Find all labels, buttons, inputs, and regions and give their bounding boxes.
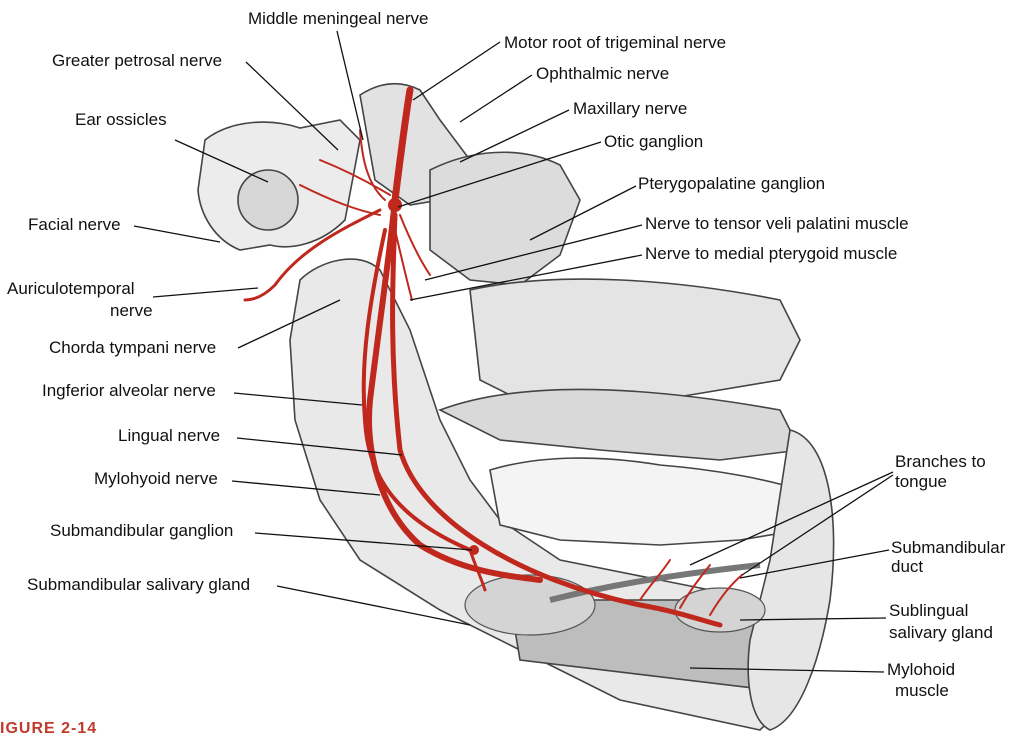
leader-ear-ossicles xyxy=(174,139,269,183)
label-branches-tongue-line1: Branches to xyxy=(895,452,986,471)
submandibular-ganglion-dot xyxy=(469,545,479,555)
label-mylohoid-line2: muscle xyxy=(895,681,949,700)
leader-inferior-alveolar xyxy=(233,392,363,406)
label-otic-ganglion: Otic ganglion xyxy=(604,132,704,151)
tongue-branch-1 xyxy=(639,559,671,601)
auriculotemporal-path xyxy=(243,208,382,302)
label-greater-petrosal-nerve: Greater petrosal nerve xyxy=(52,51,223,70)
medial-pterygoid-branch xyxy=(394,229,413,301)
label-sublingual-line1: Sublingual xyxy=(889,601,969,620)
leader-ophthalmic xyxy=(459,74,533,123)
label-sublingual-line2: salivary gland xyxy=(889,623,993,642)
label-submandibular-ganglion: Submandibular ganglion xyxy=(50,521,234,540)
leader-pterygopalatine xyxy=(529,185,637,241)
label-branches-tongue-line2: tongue xyxy=(895,472,947,491)
leader-maxillary xyxy=(459,109,570,163)
leader-auriculotemporal xyxy=(152,287,259,298)
leader-mylohyoid xyxy=(231,480,381,496)
tensor-veli-branch xyxy=(399,214,431,276)
leader-sublingual xyxy=(739,617,887,621)
greater-petrosal-path xyxy=(319,159,391,196)
label-mylohyoid-nerve: Mylohyoid nerve xyxy=(94,469,218,488)
leader-facial xyxy=(133,225,221,243)
leader-tensor-veli xyxy=(424,224,643,281)
submandibular-duct-shape xyxy=(549,562,761,603)
label-submandibular-duct-line2: duct xyxy=(891,557,924,576)
leader-greater-petrosal xyxy=(245,61,339,151)
label-chorda-tympani: Chorda tympani nerve xyxy=(49,338,217,357)
leader-branches-1 xyxy=(689,471,894,566)
middle-meningeal-path xyxy=(359,129,386,201)
otic-ganglion-dot xyxy=(388,198,402,212)
label-middle-meningeal-nerve: Middle meningeal nerve xyxy=(248,9,429,28)
leader-motor-root xyxy=(412,41,501,101)
leader-submandibular-ganglion xyxy=(254,532,473,551)
submandibular-gland-shape xyxy=(464,574,596,636)
leader-mylohoid xyxy=(689,667,885,673)
chorda-tympani-path xyxy=(299,184,381,216)
label-medial-pterygoid: Nerve to medial pterygoid muscle xyxy=(645,244,898,263)
leader-submandibular-duct xyxy=(739,549,890,579)
lingual-nerve-path xyxy=(390,212,723,628)
nerve-network xyxy=(243,86,743,628)
figure-caption: IGURE 2-14 xyxy=(0,720,98,737)
leader-medial-pterygoid xyxy=(409,254,643,301)
leader-lines xyxy=(133,30,894,673)
chin xyxy=(747,429,835,731)
label-auriculotemporal-line1: Auriculotemporal xyxy=(7,279,135,298)
label-inferior-alveolar: Ingferior alveolar nerve xyxy=(42,381,216,400)
label-mylohoid-line1: Mylohoid xyxy=(887,660,956,679)
sphenoid-orbit xyxy=(429,151,581,286)
inferior-alveolar-path xyxy=(361,228,472,552)
leader-lingual xyxy=(236,437,403,456)
label-auriculotemporal-line2: nerve xyxy=(110,301,153,320)
leader-otic-ganglion xyxy=(397,141,602,208)
salivary-glands xyxy=(464,562,766,636)
tongue-branch-3 xyxy=(709,574,743,616)
ear-ossicles-chamber xyxy=(237,169,299,231)
label-pterygopalatine-ganglion: Pterygopalatine ganglion xyxy=(638,174,826,193)
trigeminal-trunk xyxy=(391,86,414,204)
lower-teeth xyxy=(489,457,801,546)
label-ophthalmic-nerve: Ophthalmic nerve xyxy=(536,64,670,83)
label-facial-nerve: Facial nerve xyxy=(28,215,121,234)
label-tensor-veli-palatini: Nerve to tensor veli palatini muscle xyxy=(645,214,909,233)
leader-chorda-tympani xyxy=(237,299,341,349)
hard-palate xyxy=(438,388,802,461)
leader-submandibular-gland xyxy=(276,585,471,626)
label-maxillary-nerve: Maxillary nerve xyxy=(573,99,688,118)
leader-middle-meningeal xyxy=(336,30,364,141)
label-motor-root-trigeminal: Motor root of trigeminal nerve xyxy=(504,33,727,52)
tongue-branch-2 xyxy=(679,564,711,609)
maxilla xyxy=(469,278,801,401)
label-submandibular-gland: Submandibular salivary gland xyxy=(27,575,251,594)
leader-branches-2 xyxy=(741,474,894,576)
label-ear-ossicles: Ear ossicles xyxy=(75,110,167,129)
label-lingual-nerve: Lingual nerve xyxy=(118,426,221,445)
label-submandibular-duct-line1: Submandibular xyxy=(891,538,1006,557)
